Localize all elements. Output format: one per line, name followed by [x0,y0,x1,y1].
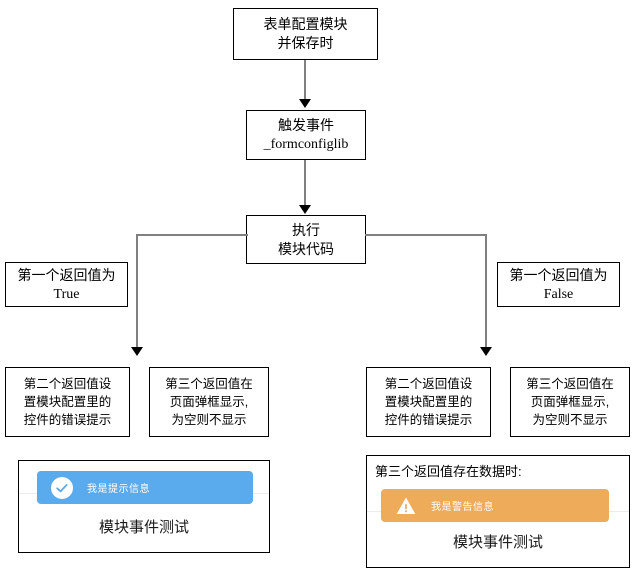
condition-left-line2: True [53,286,80,302]
result-left-second-line3: 控件的错误提示 [23,413,112,427]
condition-left-line1: 第一个返回值为 [17,266,116,283]
arrow-right-branch [480,347,492,356]
alert-warning-banner[interactable]: 我是警告信息 [381,489,609,522]
result-left-second-line2: 置模块配置里的 [23,395,112,409]
result-right-third-line1: 第三个返回值在 [526,377,614,391]
result-right-second-return: 第二个返回值设 置模块配置里的 控件的错误提示 [366,367,491,437]
node-execute-module-code: 执行 模块代码 [246,215,366,264]
condition-right-line2: False [543,286,574,302]
arrow-left-branch [131,347,143,356]
demo-panel-right-caption: 模块事件测试 [452,534,543,551]
connector-event-to-execute [304,160,306,205]
node-execute-line1: 执行 [292,221,320,238]
result-left-third-return: 第三个返回值在 页面弹框显示, 为空则不显示 [149,367,269,437]
arrow-event-to-execute [299,205,311,214]
result-left-second-line1: 第二个返回值设 [23,377,112,391]
warning-triangle-icon [395,495,417,517]
result-right-third-line2: 页面弹框显示, [530,395,610,409]
node-trigger-event-line1: 触发事件 [278,117,334,133]
alert-info-text: 我是提示信息 [87,484,150,495]
node-trigger-event: 触发事件 _formconfiglib [246,110,366,160]
demo-panel-left: 我是提示信息 模块事件测试 [18,460,270,553]
condition-right-false: 第一个返回值为 False [497,262,620,307]
result-right-third-line3: 为空则不显示 [532,413,608,427]
connector-execute-right-horizontal [365,234,487,236]
connector-execute-left-horizontal [136,234,248,236]
result-left-third-line2: 页面弹框显示, [169,395,249,409]
demo-panel-right-label: 第三个返回值存在数据时: [375,464,522,479]
node-start-line2: 并保存时 [277,35,334,51]
result-right-second-line2: 置模块配置里的 [384,395,473,409]
result-right-second-line1: 第二个返回值设 [384,377,473,391]
connector-right-branch-vertical [485,234,487,347]
check-circle-icon [51,476,73,499]
alert-info-banner[interactable]: 我是提示信息 [37,471,253,504]
node-trigger-event-line2: _formconfiglib [263,137,349,152]
result-left-second-return: 第二个返回值设 置模块配置里的 控件的错误提示 [5,367,130,437]
arrow-start-to-event [299,99,311,108]
result-right-second-line3: 控件的错误提示 [384,413,473,427]
condition-left-true: 第一个返回值为 True [5,262,128,307]
node-execute-line2: 模块代码 [278,240,334,257]
result-right-third-return: 第三个返回值在 页面弹框显示, 为空则不显示 [510,367,630,437]
alert-warning-text: 我是警告信息 [431,502,494,513]
demo-panel-left-caption: 模块事件测试 [98,519,189,536]
node-start-line1: 表单配置模块 [263,16,348,32]
result-left-third-line3: 为空则不显示 [171,413,247,427]
result-left-third-line1: 第三个返回值在 [165,377,253,391]
connector-left-branch-vertical [136,234,138,347]
demo-panel-right: 第三个返回值存在数据时: 我是警告信息 模块事件测试 [366,455,630,568]
connector-start-to-event [304,60,306,99]
condition-right-line1: 第一个返回值为 [509,266,608,283]
node-start: 表单配置模块 并保存时 [233,8,378,60]
